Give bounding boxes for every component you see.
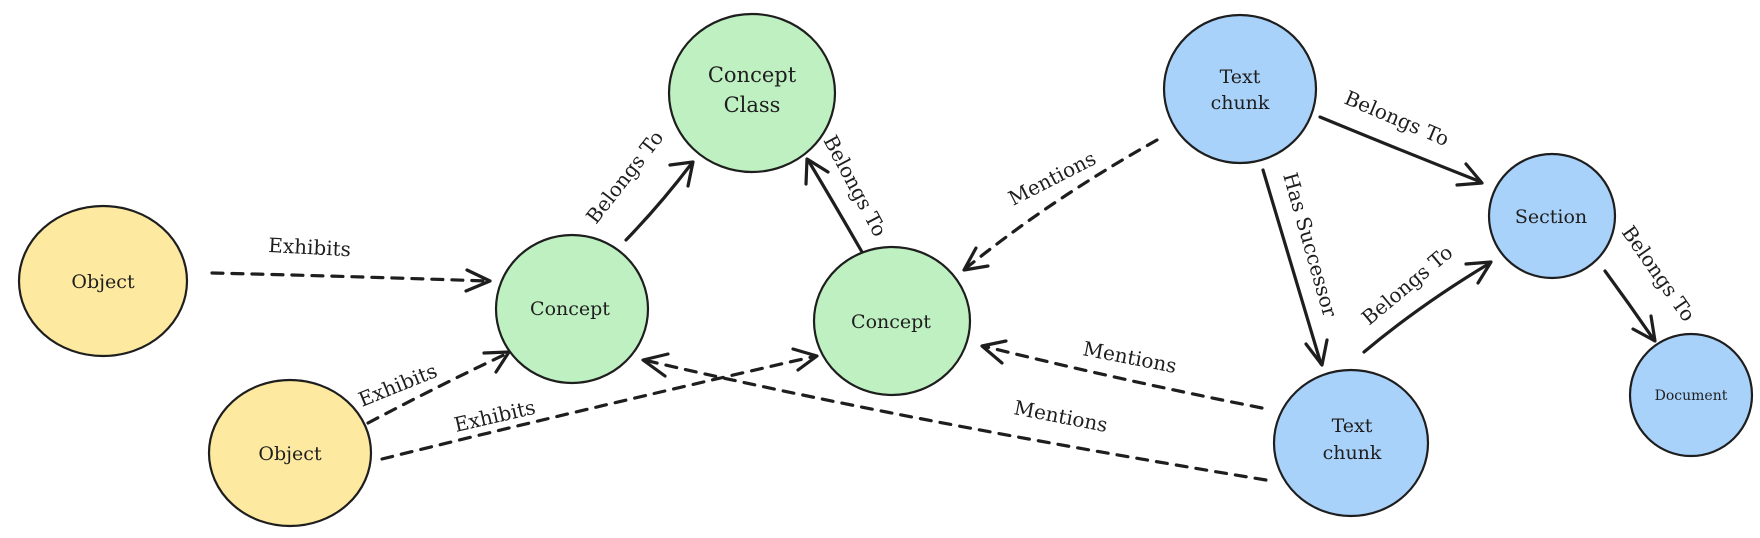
- node-text-chunk-1: Text chunk: [1162, 13, 1318, 165]
- concept-node-circle: [667, 12, 837, 174]
- node-label-line-1: Concept: [708, 63, 797, 87]
- object-node-circle: [207, 378, 373, 528]
- edge-object1-exhibits-concept1: Exhibits: [210, 233, 492, 293]
- node-label: Document: [1655, 388, 1728, 404]
- edge-text-chunk1-mentions-concept2: Mentions: [962, 138, 1159, 272]
- edge-label-belongs-to: Belongs To: [581, 126, 668, 228]
- node-label-line-1: Text: [1332, 415, 1373, 437]
- edge-label-exhibits: Exhibits: [452, 395, 538, 437]
- edge-concept1-belongs-to-concept-class: Belongs To: [581, 126, 695, 242]
- node-text-chunk-2: Text chunk: [1272, 368, 1430, 518]
- node-label-line-2: chunk: [1323, 442, 1382, 464]
- object-node-circle: [17, 204, 189, 358]
- node-label: Object: [258, 443, 322, 465]
- node-label-line-2: chunk: [1211, 92, 1270, 114]
- node-label: Concept: [530, 298, 610, 320]
- edge-label-exhibits: Exhibits: [355, 358, 441, 411]
- concept-node-circle: [812, 245, 972, 397]
- node-concept-2: Concept: [812, 245, 972, 397]
- node-label: Concept: [851, 311, 931, 333]
- node-label-line-2: Class: [724, 93, 781, 117]
- edge-label-belongs-to: Belongs To: [1617, 221, 1700, 326]
- edge-label-has-successor: Has Successor: [1278, 170, 1342, 320]
- node-section: Section: [1487, 152, 1617, 280]
- edge-text-chunk2-belongs-to-section: Belongs To: [1357, 240, 1493, 354]
- text-chunk-node-circle: [1162, 13, 1318, 165]
- node-label: Object: [71, 271, 135, 293]
- edge-label-mentions: Mentions: [1012, 395, 1110, 437]
- edge-label-mentions: Mentions: [1004, 146, 1099, 210]
- edge-text-chunk1-belongs-to-section: Belongs To: [1318, 86, 1484, 187]
- concept-node-circle: [494, 233, 650, 385]
- node-document: Document: [1628, 332, 1754, 458]
- node-label: Section: [1515, 206, 1587, 228]
- section-node-circle: [1487, 152, 1617, 280]
- node-object-2: Object: [207, 378, 373, 528]
- document-node-circle: [1628, 332, 1754, 458]
- edge-label-belongs-to: Belongs To: [819, 131, 892, 240]
- edge-label-belongs-to: Belongs To: [1341, 86, 1453, 152]
- node-concept-class: Concept Class: [667, 12, 837, 174]
- edge-label-exhibits: Exhibits: [268, 233, 352, 261]
- edge-concept2-belongs-to-concept-class: Belongs To: [804, 131, 892, 254]
- text-chunk-node-circle: [1272, 368, 1430, 518]
- edge-text-chunk1-has-successor-text-chunk2: Has Successor: [1261, 168, 1342, 367]
- node-label-line-1: Text: [1220, 66, 1261, 88]
- node-concept-1: Concept: [494, 233, 650, 385]
- node-object-1: Object: [17, 204, 189, 358]
- edge-section-belongs-to-document: Belongs To: [1603, 221, 1700, 343]
